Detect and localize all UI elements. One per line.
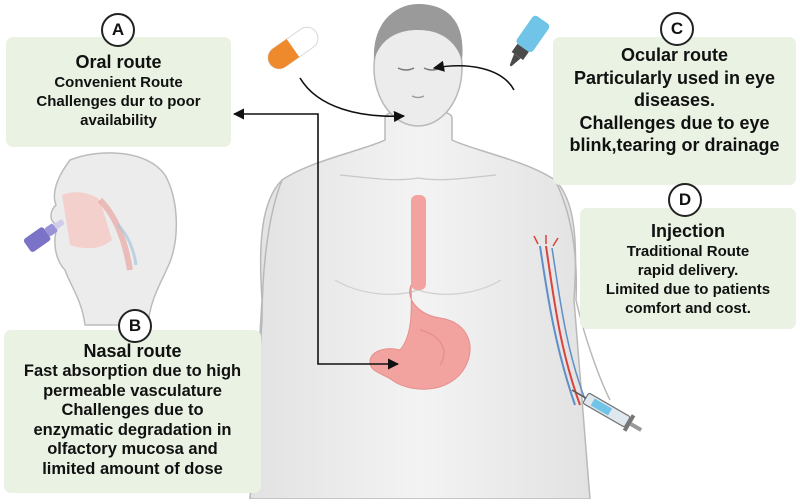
injection-line: comfort and cost. bbox=[625, 300, 751, 317]
nasal-route-title: Nasal route bbox=[83, 341, 182, 361]
profile-head bbox=[50, 152, 178, 326]
injection-box: Injection Traditional Route rapid delive… bbox=[580, 208, 796, 329]
syringe-icon bbox=[571, 389, 643, 432]
injection-line: rapid delivery. bbox=[637, 262, 739, 279]
ocular-route-line: blink,tearing or drainage bbox=[569, 135, 780, 155]
nasal-route-line: enzymatic degradation in bbox=[33, 420, 232, 439]
pill-icon bbox=[267, 26, 319, 70]
dropper-to-eye-arrow bbox=[432, 60, 515, 91]
oral-route-line: Convenient Route bbox=[54, 74, 183, 91]
ocular-route-line: diseases. bbox=[633, 90, 716, 110]
nasal-route-line: Fast absorption due to high bbox=[23, 362, 242, 380]
ocular-route-title: Ocular route bbox=[620, 45, 729, 65]
ocular-route-box: Ocular route Particularly used in eye di… bbox=[553, 37, 796, 185]
nasal-route-line: limited amount of dose bbox=[42, 459, 223, 478]
nasal-route-box: Nasal route Fast absorption due to high … bbox=[4, 330, 261, 493]
badge-c: C bbox=[660, 12, 694, 46]
arm-veins bbox=[533, 235, 587, 406]
nasal-route-line: permeable vasculature bbox=[43, 381, 222, 400]
nasal-route-line: olfactory mucosa and bbox=[47, 440, 218, 458]
oral-route-line: Challenges dur to poor bbox=[36, 93, 201, 110]
oral-route-box: Oral route Convenient Route Challenges d… bbox=[6, 37, 231, 147]
human-head bbox=[373, 4, 463, 127]
nasal-spray-icon bbox=[23, 219, 65, 252]
arrows bbox=[232, 60, 515, 370]
oral-route-title: Oral route bbox=[75, 52, 162, 72]
injection-line: Traditional Route bbox=[626, 243, 750, 260]
ocular-route-line: Particularly used in eye bbox=[573, 67, 776, 88]
eye-dropper-icon bbox=[509, 15, 550, 67]
badge-b: B bbox=[118, 309, 152, 343]
badge-d: D bbox=[668, 183, 702, 217]
ocular-route-line: Challenges due to eye bbox=[579, 112, 770, 133]
oral-route-line: availability bbox=[80, 112, 157, 129]
oral-box-to-stomach-arrow bbox=[232, 108, 400, 370]
injection-title: Injection bbox=[650, 221, 725, 241]
nasal-route-line: Challenges due to bbox=[61, 401, 204, 419]
badge-a: A bbox=[101, 13, 135, 47]
injection-line: Limited due to patients bbox=[605, 281, 771, 298]
